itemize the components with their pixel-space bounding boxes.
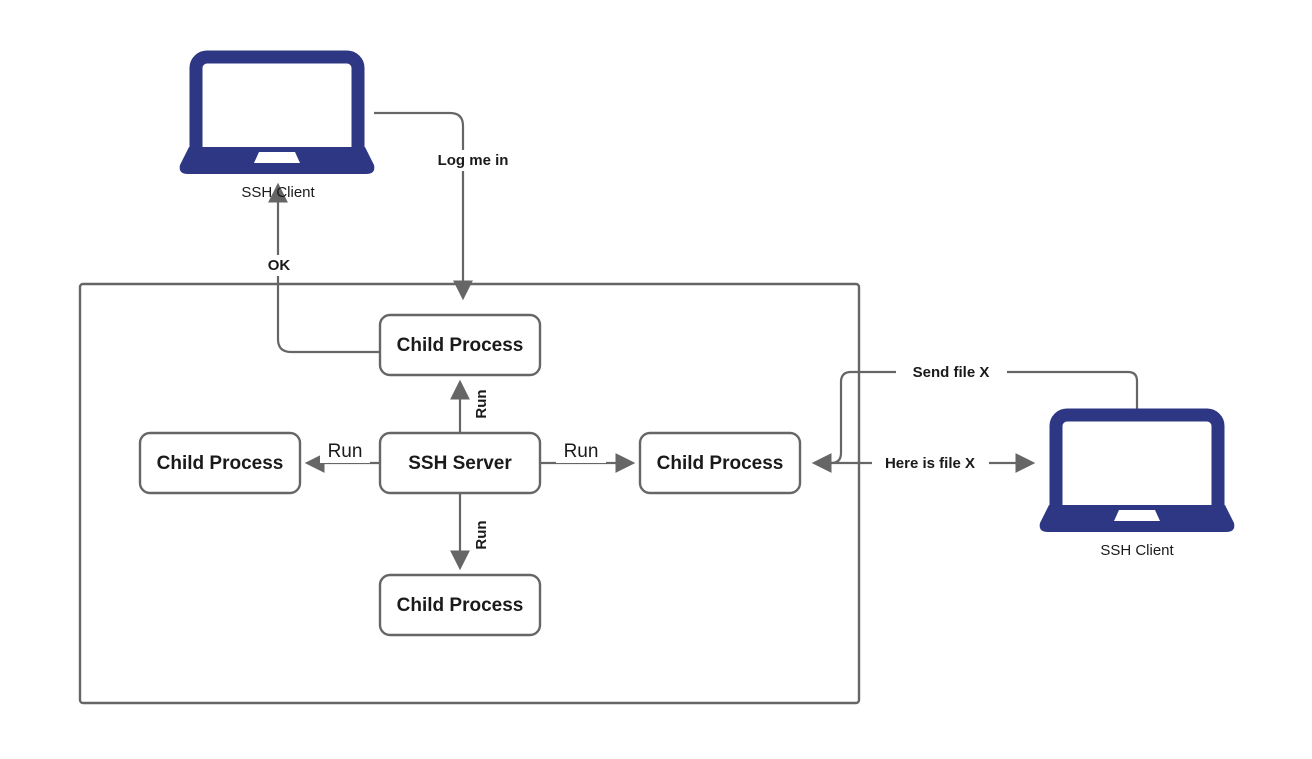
node-child-top[interactable]: Child Process: [378, 313, 542, 377]
edge-label-run-down: Run: [471, 513, 491, 557]
edge-label-run-up: Run: [471, 382, 491, 426]
edge-label-run-left: Run: [320, 441, 370, 463]
ssh-client-left-icon: [179, 50, 375, 174]
ssh-client-right-label: SSH Client: [1100, 542, 1174, 559]
ssh-client-right-icon: [1039, 408, 1235, 532]
edge-label-run-down-text: Run: [473, 520, 490, 549]
edge-label-run-right-text: Run: [564, 441, 599, 462]
node-child-bottom[interactable]: Child Process: [378, 573, 542, 637]
edge-label-log-me-in-text: Log me in: [438, 152, 509, 169]
edge-label-run-up-text: Run: [473, 389, 490, 418]
node-ssh-server[interactable]: SSH Server: [378, 431, 542, 495]
edge-label-log-me-in: Log me in: [418, 150, 528, 171]
edge-label-run-left-text: Run: [328, 441, 363, 462]
edge-log-me-in: [374, 111, 473, 301]
edge-label-ok-text: OK: [268, 257, 291, 274]
node-child-left[interactable]: Child Process: [138, 431, 302, 495]
ssh-client-left-label: SSH Client: [241, 184, 315, 201]
node-child-top-label: Child Process: [397, 335, 524, 356]
node-child-right[interactable]: Child Process: [638, 431, 802, 495]
node-child-left-label: Child Process: [157, 453, 284, 474]
edge-ok: [268, 182, 380, 354]
node-child-right-label: Child Process: [657, 453, 784, 474]
node-child-bottom-label: Child Process: [397, 595, 524, 616]
edge-label-here-is-file-x-text: Here is file X: [885, 455, 975, 472]
node-ssh-server-label: SSH Server: [408, 453, 512, 474]
edge-label-run-right: Run: [556, 441, 606, 463]
edge-label-send-file-x-text: Send file X: [913, 364, 990, 381]
edge-label-send-file-x: Send file X: [896, 362, 1007, 383]
edge-label-ok: OK: [261, 255, 297, 276]
edge-label-here-is-file-x: Here is file X: [872, 453, 989, 474]
